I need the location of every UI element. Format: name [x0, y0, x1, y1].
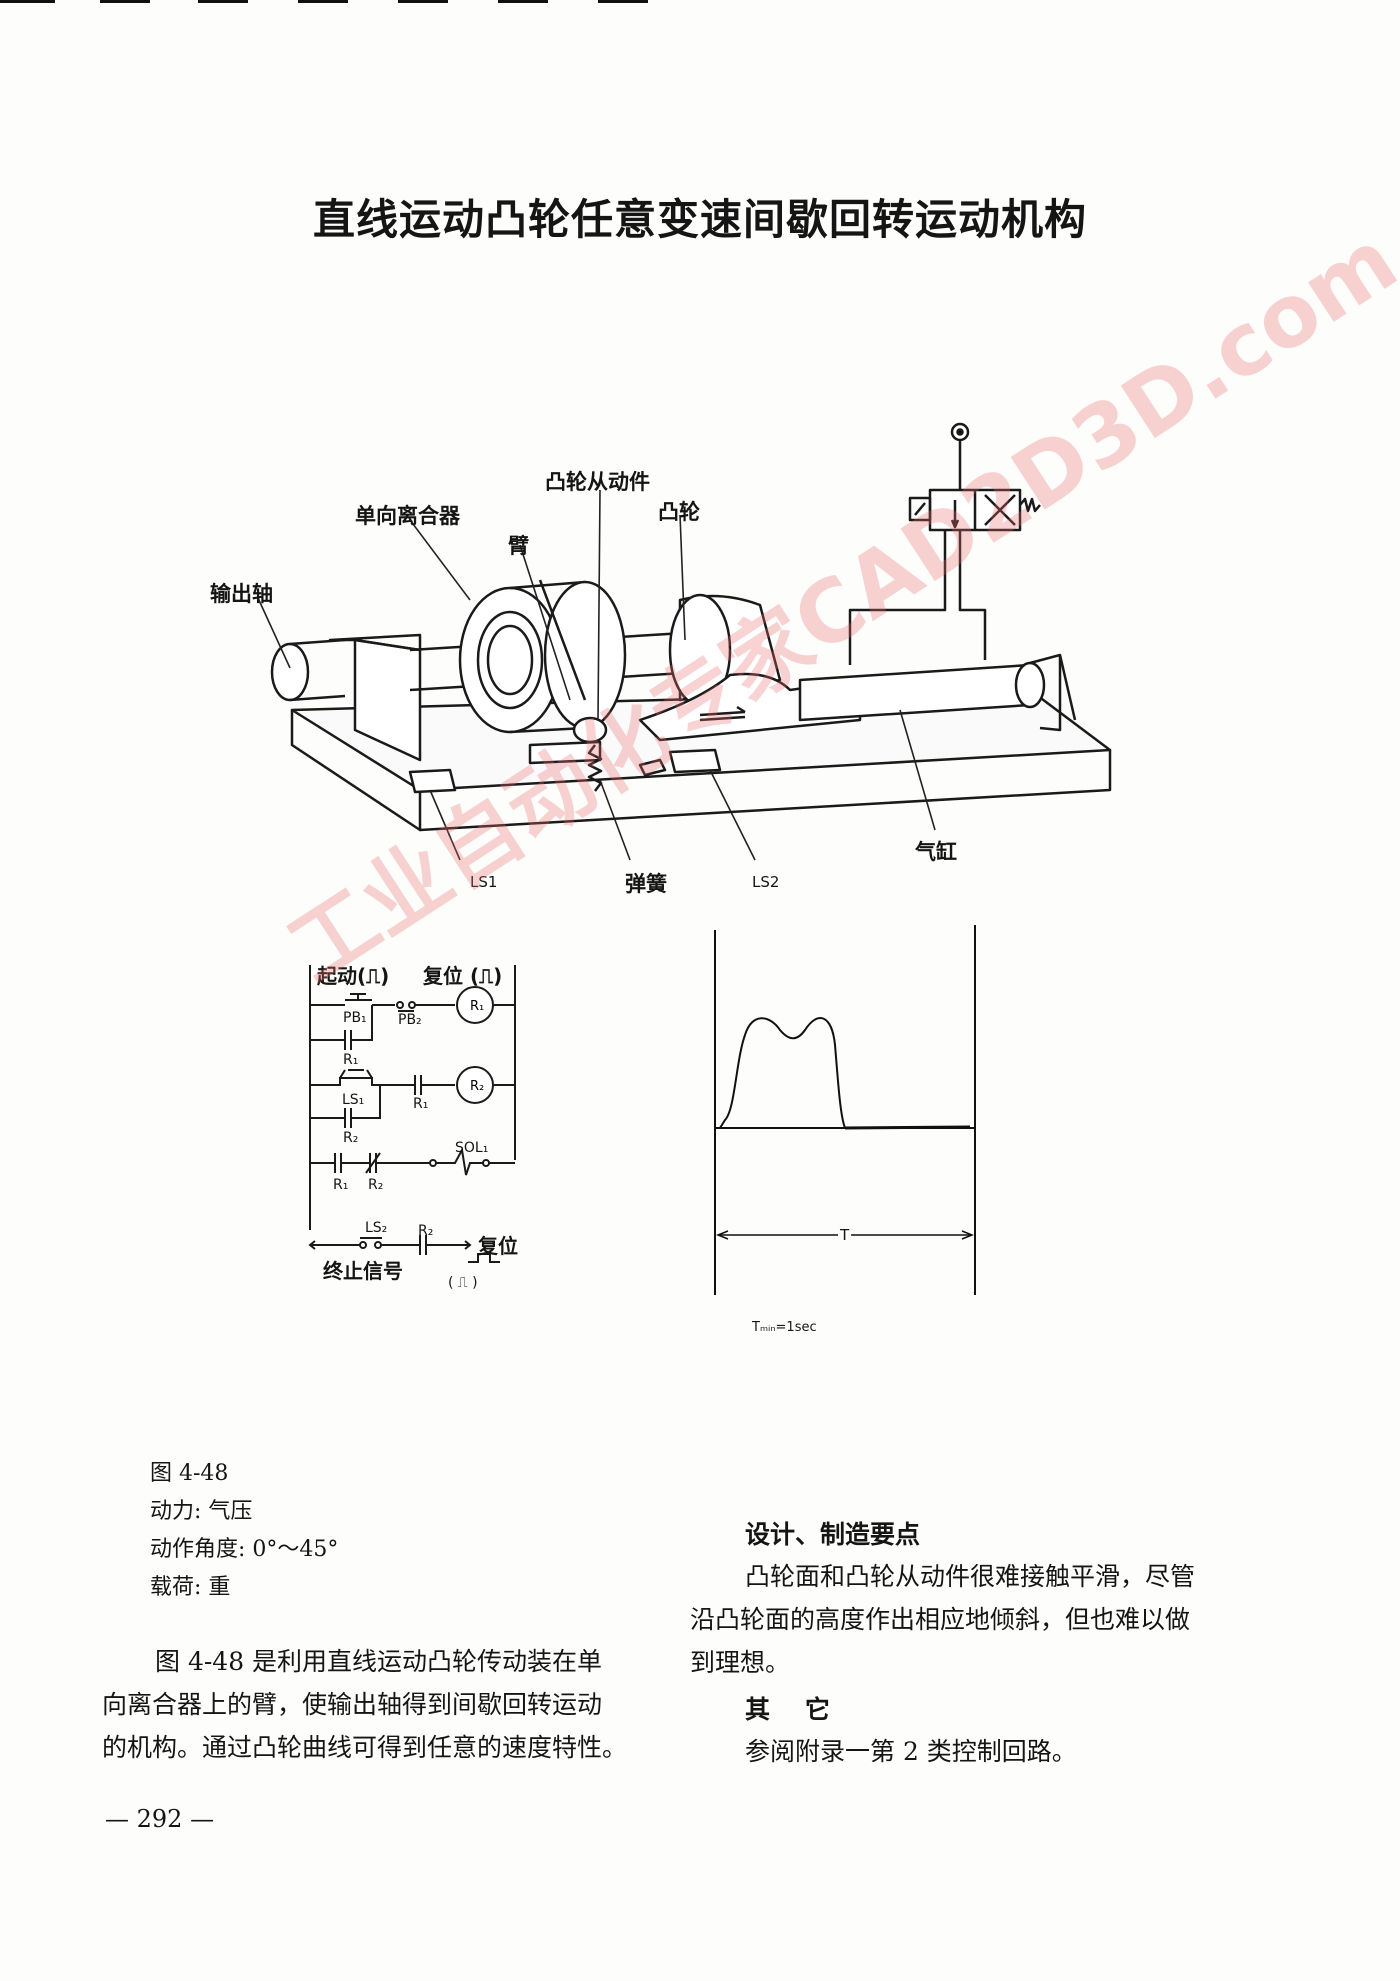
- description-line: 向离合器上的臂，使输出轴得到间歇回转运动: [102, 1690, 603, 1719]
- circuit-end-signal-label: 终止信号: [323, 1259, 403, 1283]
- design-line: 凸轮面和凸轮从动件很难接触平滑，尽管: [745, 1562, 1196, 1591]
- page-number: — 292 —: [105, 1805, 215, 1833]
- circuit-r1-label: R₁: [413, 1096, 429, 1112]
- design-heading: 设计、制造要点: [745, 1520, 921, 1549]
- page-title: 直线运动凸轮任意变速间歇回转运动机构: [312, 195, 1087, 244]
- circuit-ls1-label: LS₁: [342, 1092, 365, 1108]
- top-border-dash: [598, 0, 648, 3]
- circuit-reset-top-label: 复位 (⎍): [423, 964, 503, 988]
- design-line: 到理想。: [690, 1648, 791, 1677]
- circuit-pb2-label: PB₂: [398, 1012, 422, 1028]
- svg-text:R₁: R₁: [470, 999, 484, 1014]
- top-border-dash: [398, 0, 448, 3]
- circuit-pb1-label: PB₁: [343, 1010, 367, 1026]
- top-border-dash: [498, 0, 548, 3]
- top-border-dash: [0, 0, 55, 3]
- circuit-reset-symbol: ( ⎍ ): [448, 1275, 478, 1291]
- circuit-ls2-label: LS₂: [365, 1220, 388, 1236]
- description-line: 的机构。通过凸轮曲线可得到任意的速度特性。: [102, 1733, 628, 1762]
- label-spring: 弹簧: [625, 872, 667, 896]
- circuit-sol-label: SOL₁: [455, 1140, 489, 1156]
- label-one-way-clutch: 单向离合器: [355, 504, 460, 528]
- timing-period-label: T: [838, 1226, 852, 1244]
- design-line: 沿凸轮面的高度作出相应地倾斜，但也难以做: [690, 1605, 1191, 1634]
- spec-angle: 动作角度: 0°～45°: [150, 1537, 339, 1562]
- top-border-dash: [298, 0, 348, 3]
- spec-load: 载荷: 重: [150, 1575, 231, 1600]
- svg-text:R₂: R₂: [470, 1079, 484, 1094]
- other-text: 参阅附录一第 2 类控制回路。: [745, 1737, 1077, 1766]
- circuit-r2-label: R₂: [343, 1130, 359, 1146]
- label-ls2: LS2: [752, 873, 780, 891]
- circuit-r1-label: R₁: [333, 1177, 349, 1193]
- description-line: 图 4-48 是利用直线运动凸轮传动装在单: [155, 1647, 603, 1676]
- circuit-reset-bottom-label: 复位: [478, 1234, 518, 1258]
- label-output-shaft: 输出轴: [210, 582, 273, 606]
- top-border-dash: [198, 0, 248, 3]
- label-cam-follower: 凸轮从动件: [545, 470, 650, 494]
- label-ls1: LS1: [470, 873, 498, 891]
- circuit-r2-label: R₂: [368, 1177, 384, 1193]
- label-cylinder: 气缸: [915, 840, 957, 864]
- spec-power: 动力: 气压: [150, 1499, 253, 1524]
- label-cam: 凸轮: [658, 500, 700, 524]
- timing-tmin-label: Tₘᵢₙ=1sec: [752, 1320, 817, 1335]
- circuit-start-label: 起动(⎍): [317, 964, 390, 988]
- circuit-r2-label: R₂: [418, 1223, 434, 1239]
- circuit-r1-label: R₁: [343, 1052, 359, 1068]
- other-heading: 其 它: [745, 1695, 830, 1724]
- label-arm: 臂: [508, 534, 529, 558]
- figure-number: 图 4-48: [150, 1461, 229, 1486]
- top-border-dash: [100, 0, 150, 3]
